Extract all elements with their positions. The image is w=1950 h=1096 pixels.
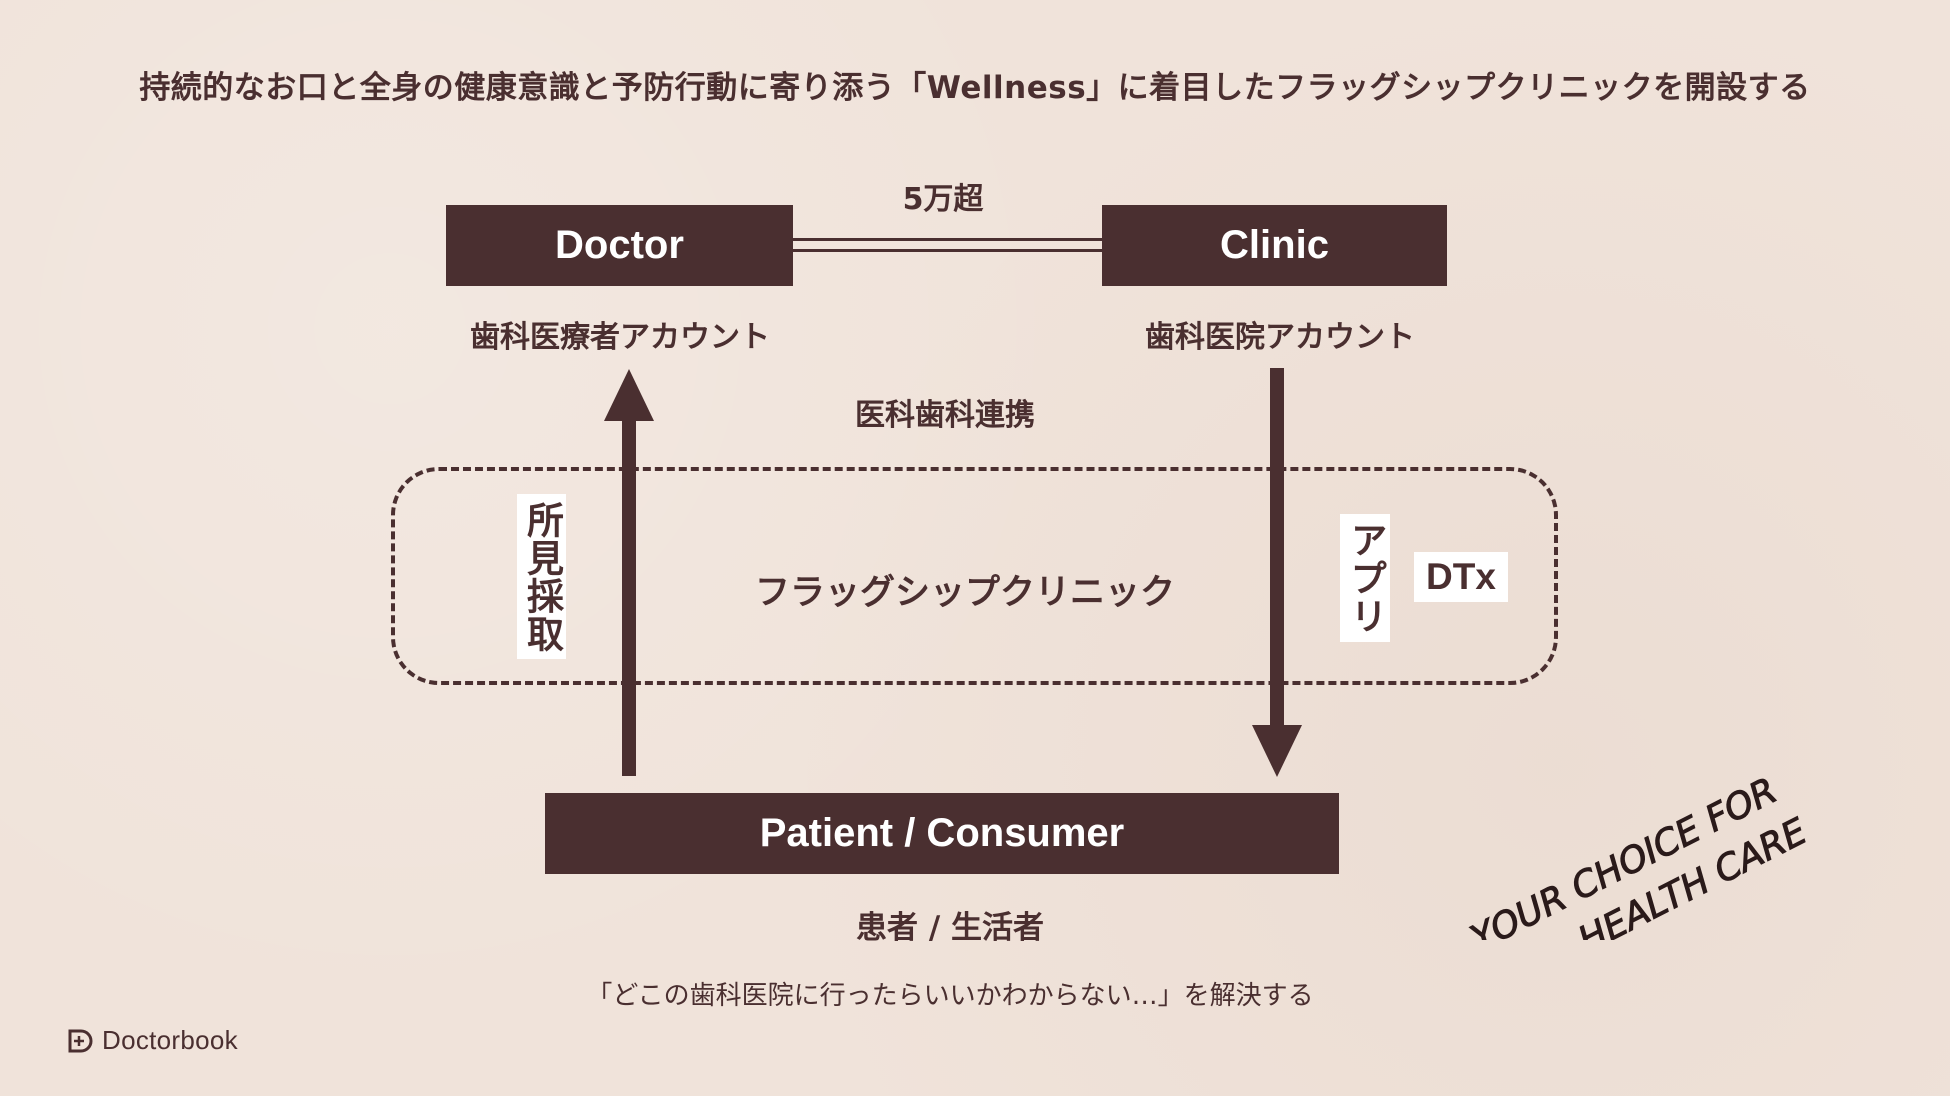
patient-consumer-node: Patient / Consumer bbox=[545, 793, 1339, 874]
medical-dental-collaboration-label: 医科歯科連携 bbox=[855, 398, 1035, 433]
doctorbook-logo: Doctorbook bbox=[68, 1025, 238, 1056]
connection-count-label: 5万超 bbox=[902, 182, 984, 217]
clinic-node-title: Clinic bbox=[1220, 223, 1329, 267]
doctor-node: Doctor bbox=[446, 205, 793, 286]
clinic-node: Clinic bbox=[1102, 205, 1447, 286]
handwritten-slogan: YOUR CHOICE FOR HEALTH CARE bbox=[1464, 770, 1814, 940]
dtx-tag: DTx bbox=[1414, 552, 1508, 602]
clinic-account-label: 歯科医院アカウント bbox=[1145, 320, 1415, 355]
patient-node-title: Patient / Consumer bbox=[759, 811, 1125, 855]
problem-statement: 「どこの歯科医院に行ったらいいかわからない…」を解決する bbox=[586, 981, 1314, 1011]
down-arrow bbox=[1252, 368, 1302, 777]
doctorbook-logo-icon bbox=[68, 1029, 93, 1052]
up-arrow bbox=[604, 369, 654, 776]
flagship-clinic-label: フラッグシップクリニック bbox=[754, 573, 1175, 613]
findings-collection-tag: 所見採取 bbox=[517, 494, 566, 659]
doctor-node-title: Doctor bbox=[555, 223, 684, 267]
patient-consumer-label: 患者 / 生活者 bbox=[856, 910, 1044, 946]
logo-text: Doctorbook bbox=[102, 1025, 238, 1055]
flagship-clinic-region bbox=[391, 467, 1558, 685]
page-headline: 持続的なお口と全身の健康意識と予防行動に寄り添う「Wellness」に着目したフ… bbox=[139, 70, 1811, 106]
doctor-account-label: 歯科医療者アカウント bbox=[470, 320, 770, 355]
app-tag: アプリ bbox=[1340, 514, 1390, 642]
doctor-clinic-connector bbox=[793, 238, 1102, 252]
